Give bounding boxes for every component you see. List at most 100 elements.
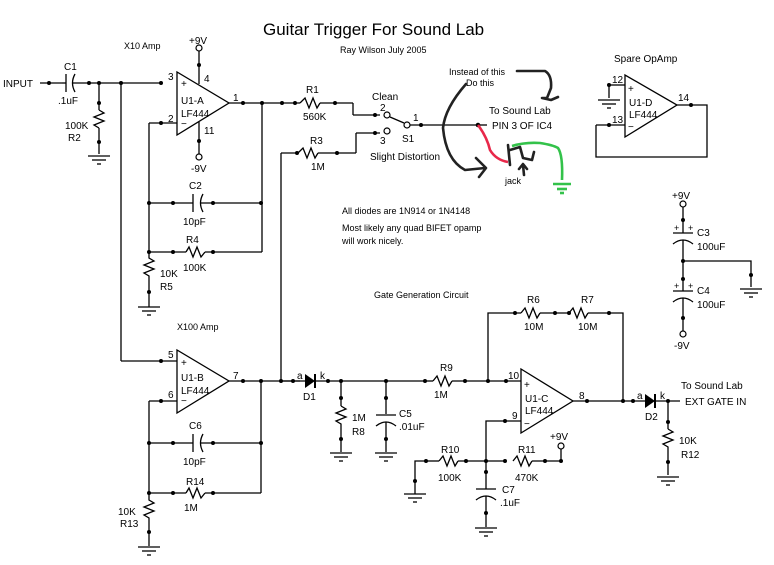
resistor-r8: 1M R8 [329,381,366,462]
s1-ref: S1 [402,134,415,145]
opamp-u1b: 5 6 + − U1-B LF444 7 [121,348,300,415]
d2-anode: a [637,391,643,402]
r8-value: 1M [352,413,366,424]
u1d-pin-out: 14 [678,93,690,104]
capacitor-c1: C1 .1uF [58,62,163,107]
d1-cathode: k [320,371,326,382]
r6-value: 10M [524,322,543,333]
r9-value: 1M [434,390,448,401]
supply-vneg-label: -9V [674,341,690,352]
c7-value: .1uF [500,498,520,509]
u1a-vneg-label: -9V [191,164,207,175]
r12-ref: R12 [681,450,700,461]
c1-ref: C1 [64,62,77,73]
hand-annotation: Instead of this Do this jack [441,67,571,195]
input-wire [40,81,62,85]
switch-distortion-label: Slight Distortion [370,152,440,163]
minus-sign: − [524,419,530,430]
minus-sign: − [628,122,634,133]
u1d-part: LF444 [629,110,658,121]
resistor-r9: R9 1M [423,363,534,401]
u1a-pin-minus: 2 [168,114,174,125]
r11-value: 470K [515,473,539,484]
bias-network: R10 100K +9V R11 470K C7 .1uF [403,432,568,537]
note-diodes: All diodes are 1N914 or 1N4148 [342,206,470,216]
diode-d2: a k D2 To Sound Lab EXT GATE IN [637,381,746,423]
r12-value: 10K [679,436,697,447]
c6-ref: C6 [189,421,202,432]
resistor-r1: R1 560K [293,85,353,123]
author-credit: Ray Wilson July 2005 [340,45,427,55]
jack-note: jack [504,176,522,186]
ext-gate-label: EXT GATE IN [685,397,746,408]
resistor-r3: R3 1M [281,136,356,173]
plus-sign: + [181,358,187,369]
r2-ref: R2 [68,133,81,144]
r13-value: 10K [118,507,136,518]
r14-ref: R14 [186,477,205,488]
r7-ref: R7 [581,295,594,306]
s1-pos1: 1 [413,113,419,124]
r3-ref: R3 [310,136,323,147]
r4-ref: R4 [186,235,199,246]
u1a-pin-out: 1 [233,93,239,104]
switch-clean-label: Clean [372,92,398,103]
spare-opamp-label: Spare OpAmp [614,54,678,65]
d1-ref: D1 [303,392,316,403]
r4-value: 100K [183,263,207,274]
gate-circuit-label: Gate Generation Circuit [374,290,469,300]
c1-value: .1uF [58,96,78,107]
note-opamp-cont: will work nicely. [341,236,403,246]
r10-value: 100K [438,473,462,484]
r3-value: 1M [311,162,325,173]
u1a-pin-vp: 4 [204,74,210,85]
d1-anode: a [297,371,303,382]
c3-value: 100uF [697,242,725,253]
schematic-title: Guitar Trigger For Sound Lab [263,20,484,39]
switch-s1: 2 3 1 S1 Clean Slight Distortion [352,92,481,163]
c5-ref: C5 [399,409,412,420]
diode-d1: a k D1 [281,371,425,403]
r6-ref: R6 [527,295,540,306]
u1a-ref: U1-A [181,96,204,107]
plus-sign: + [524,380,530,391]
u1c-pin-out: 8 [579,391,585,402]
resistor-r6-r7: R6 10M R7 10M [487,295,624,401]
to-sound-lab-label: To Sound Lab [489,106,551,117]
c3-polarity: + [688,223,693,233]
minus-sign: − [181,119,187,130]
u1b-pin-plus: 5 [168,350,174,361]
plus-sign: + [628,84,634,95]
c3-polarity: + [674,223,679,233]
u1c-pin-minus: 9 [512,411,518,422]
c3-ref: C3 [697,228,710,239]
to-sound-lab-gate-label: To Sound Lab [681,381,743,392]
x100-feedback: C6 10pF R14 1M 10K R13 [118,381,263,556]
u1d-pin-plus: 12 [612,75,624,86]
input-label: INPUT [3,79,33,90]
u1a-part: LF444 [181,109,210,120]
c2-ref: C2 [189,181,202,192]
c2-value: 10pF [183,217,206,228]
u1b-part: LF444 [181,386,210,397]
r9-ref: R9 [440,363,453,374]
x10-amp-label: X10 Amp [124,41,161,51]
s1-pos2: 2 [380,103,386,114]
c6-value: 10pF [183,457,206,468]
opamp-u1c: 10 9 + − U1-C LF444 8 [485,367,645,461]
u1d-ref: U1-D [629,98,652,109]
u1b-pin-minus: 6 [168,390,174,401]
r1-ref: R1 [306,85,319,96]
c5-value: .01uF [399,422,425,433]
resistor-r2: 100K R2 [65,83,111,165]
do-this-note: Do this [466,78,495,88]
opamp-u1d: 12 13 + − U1-D LF444 14 [595,73,708,158]
c4-polarity: + [688,281,693,291]
c4-ref: C4 [697,286,710,297]
power-bypass: +9V + + C3 100uF + + C4 100uF -9V [672,191,763,352]
u1a-pin-plus: 3 [168,72,174,83]
r1-value: 560K [303,112,327,123]
r11-vpos-label: +9V [550,432,568,443]
resistor-r12: 10K R12 [656,401,700,486]
